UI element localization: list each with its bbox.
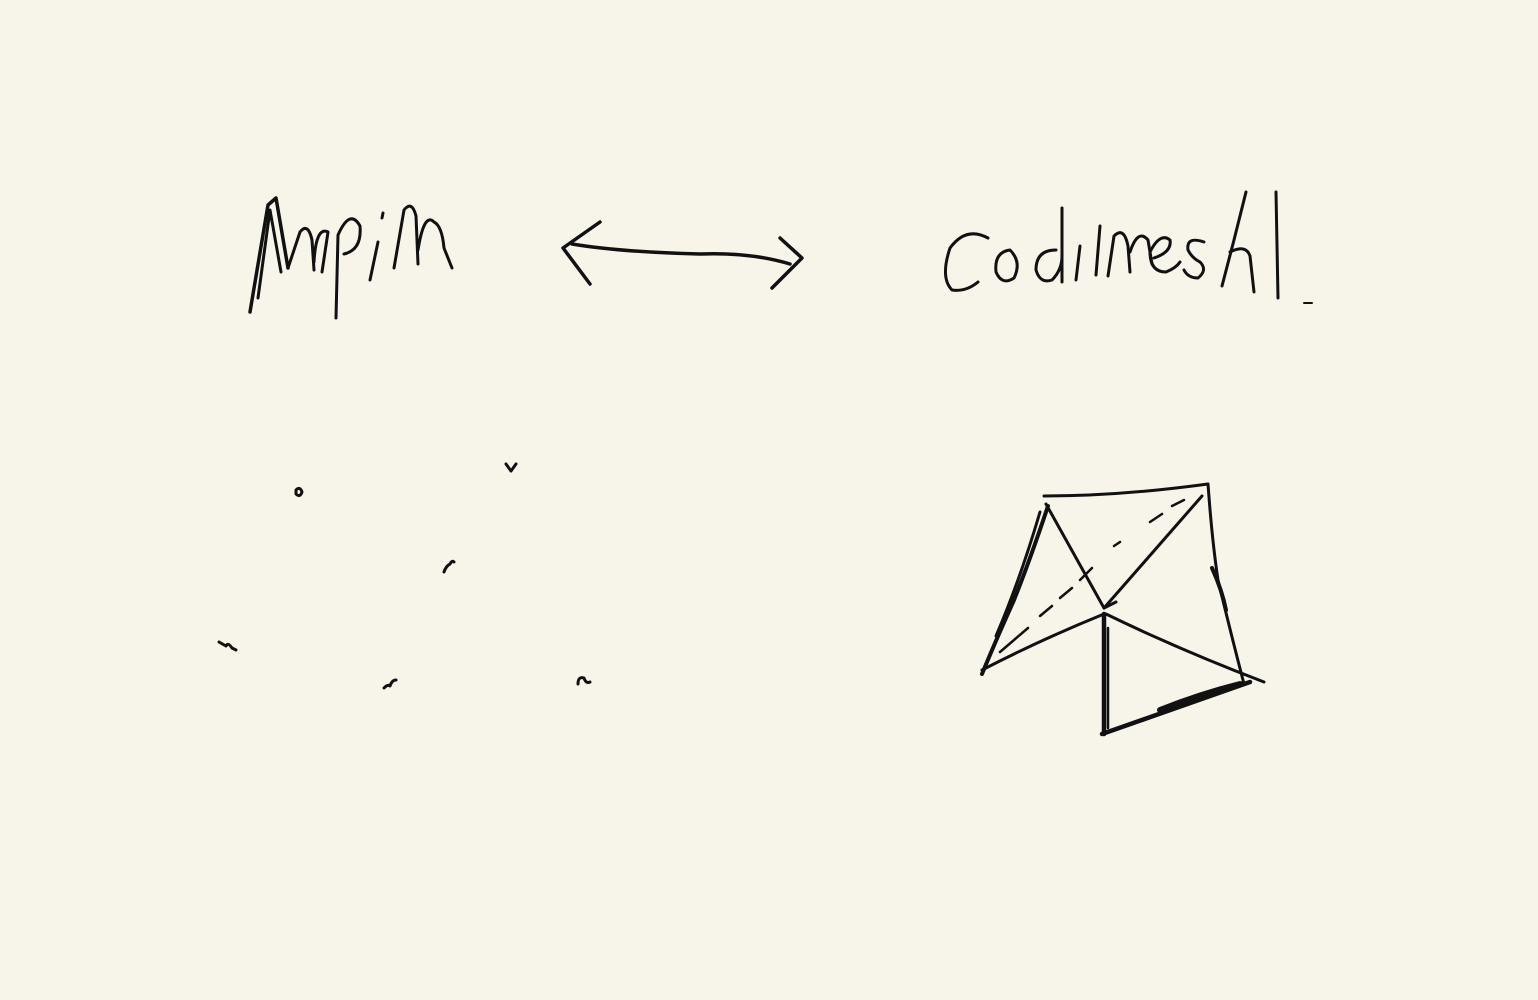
mpm-handwriting [248,196,454,320]
tetrahedral-mesh-icon [980,482,1266,737]
particle-points-icon [217,462,592,690]
double-headed-arrow-icon [561,220,804,290]
codimesh-handwriting [944,190,1313,304]
